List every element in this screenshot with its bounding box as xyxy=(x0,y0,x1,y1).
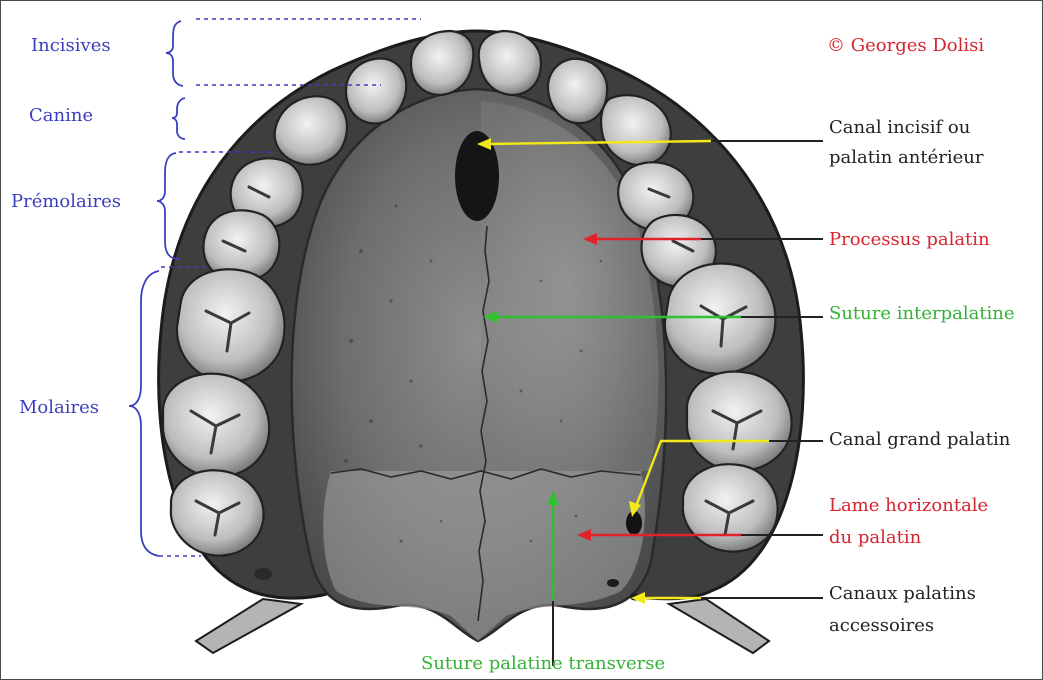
right-third-molar xyxy=(683,464,778,551)
greater-palatine-canal-label: Canal grand palatin xyxy=(829,429,1010,451)
horizontal-plate-shading xyxy=(323,471,645,641)
transverse-suture-label: Suture palatine transverse xyxy=(421,653,665,675)
molars-label: Molaires xyxy=(19,397,99,419)
canine-label: Canine xyxy=(29,105,93,127)
left-lateral-incisor xyxy=(346,59,406,124)
incisive-canal-label-line1: Canal incisif ou xyxy=(829,117,970,139)
accessory-foramen-1 xyxy=(607,579,619,587)
incisors-bracket xyxy=(166,21,183,86)
premolars-label: Prémolaires xyxy=(11,191,121,213)
incisive-canal-label-line2: palatin antérieur xyxy=(829,147,983,169)
greater-palatine-foramen xyxy=(626,511,642,535)
horizontal-plate-label-line2: du palatin xyxy=(829,527,921,549)
interpalatine-suture-label: Suture interpalatine xyxy=(829,303,1015,325)
horizontal-plate-label-line1: Lame horizontale xyxy=(829,495,988,517)
accessory-canals-label-line1: Canaux palatins xyxy=(829,583,976,605)
premolars-bracket xyxy=(157,153,179,259)
canine-bracket xyxy=(172,98,185,139)
copyright-label: © Georges Dolisi xyxy=(827,35,984,57)
right-posterior-process xyxy=(669,599,769,653)
palatine-process-label: Processus palatin xyxy=(829,229,990,251)
right-lateral-incisor xyxy=(548,59,607,123)
left-posterior-process xyxy=(196,599,301,653)
molars-bracket xyxy=(129,271,159,556)
accessory-canals-label-line2: accessoires xyxy=(829,615,934,637)
left-foramen xyxy=(254,568,272,580)
incisors-label: Incisives xyxy=(31,35,111,57)
